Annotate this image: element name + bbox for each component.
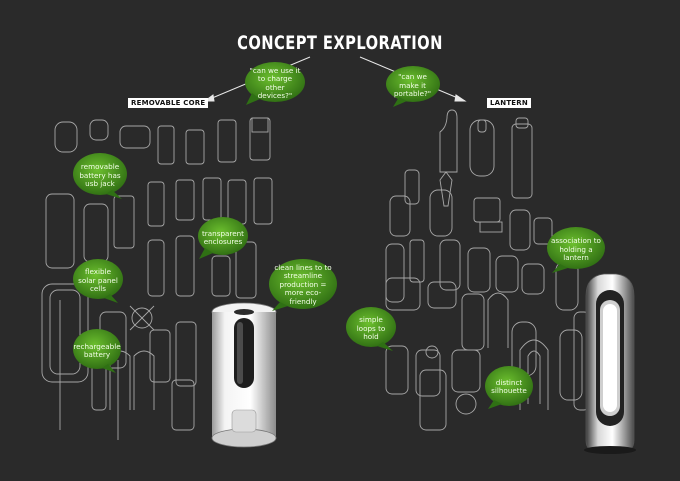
note-bubble-transparent: transparent enclosures <box>197 216 249 260</box>
question-text-charge: "can we use it to charge other devices?" <box>249 65 301 100</box>
note-bubble-rechargeable: rechargeable battery <box>72 328 122 374</box>
cylinder-render <box>211 302 277 448</box>
branch-label-removable-core: REMOVABLE CORE <box>128 98 209 108</box>
note-text-clean-lines: clean lines to to streamline production … <box>274 262 332 306</box>
note-bubble-loops: simple loops to hold <box>345 306 397 352</box>
note-text-silhouette: distinct silhouette <box>491 377 527 395</box>
branch-label-lantern: LANTERN <box>487 98 531 108</box>
note-bubble-solar: flexible solar panel cells <box>72 258 124 304</box>
note-bubble-usb: removable battery has usb jack <box>72 152 128 200</box>
note-text-usb: removable battery has usb jack <box>79 162 121 189</box>
note-bubble-lantern: association to holding a lantern <box>546 226 606 274</box>
right-sketches <box>385 109 591 431</box>
note-text-rechargeable: rechargeable battery <box>73 341 121 359</box>
note-text-solar: flexible solar panel cells <box>78 267 118 294</box>
note-text-loops: simple loops to hold <box>356 315 386 342</box>
note-text-lantern: association to holding a lantern <box>551 236 601 263</box>
note-bubble-clean-lines: clean lines to to streamline production … <box>268 258 338 312</box>
lantern-render <box>584 273 636 454</box>
note-bubble-silhouette: distinct silhouette <box>484 364 534 410</box>
page-title: CONCEPT EXPLORATION <box>237 32 443 54</box>
note-text-transparent: transparent enclosures <box>201 228 245 246</box>
question-bubble-charge: "can we use it to charge other devices?" <box>244 61 306 106</box>
question-bubble-portable: "can we make it portable?" <box>385 65 440 107</box>
question-text-portable: "can we make it portable?" <box>393 72 432 99</box>
